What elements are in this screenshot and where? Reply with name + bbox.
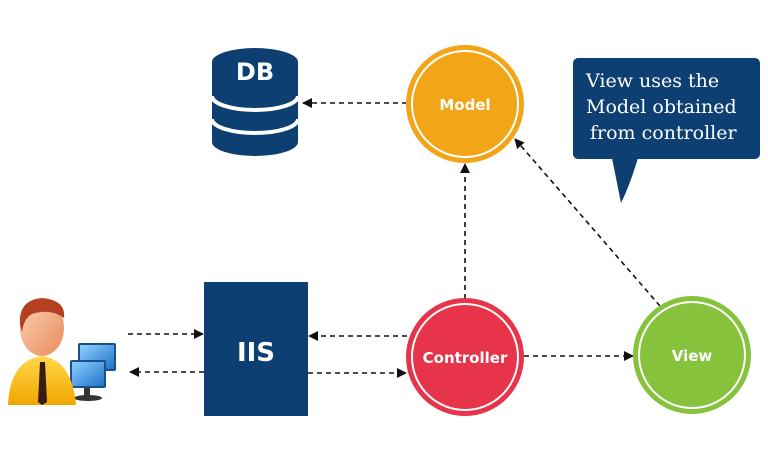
view-node[interactable]: View (633, 296, 751, 414)
db-label: DB (236, 58, 274, 86)
model-node[interactable]: Model (406, 45, 524, 163)
view-label: View (672, 347, 713, 365)
edge-view-to-model (514, 138, 661, 307)
controller-label: Controller (423, 349, 508, 367)
edges (128, 98, 661, 378)
model-label: Model (439, 96, 490, 114)
database-icon (210, 48, 300, 156)
iis-label: IIS (237, 338, 275, 368)
iis-node[interactable]: IIS (204, 282, 308, 416)
db-node[interactable]: DB (210, 48, 300, 156)
user-at-computer-icon (8, 298, 116, 405)
callout-line-1: View uses the (585, 70, 719, 92)
callout-bubble: View uses the Model obtained from contro… (573, 58, 760, 203)
callout-line-3: from controller (590, 122, 737, 144)
controller-node[interactable]: Controller (406, 298, 524, 416)
callout-line-2: Model obtained (586, 96, 737, 118)
